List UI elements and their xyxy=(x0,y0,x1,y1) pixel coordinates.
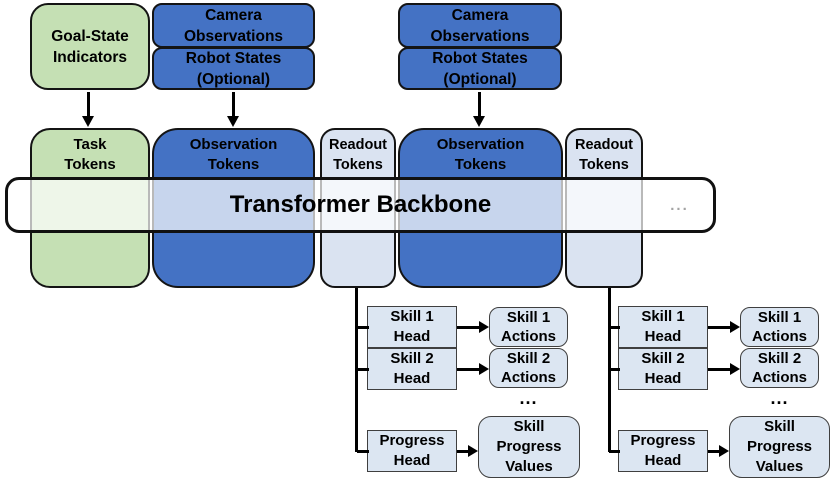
camera-observations-box-1: Camera Observations xyxy=(152,3,315,48)
arrow-robot1-to-obs1-head-icon xyxy=(226,116,239,127)
arrow-progress-values-1-line xyxy=(457,449,470,453)
arrow-skill1-actions-1-head-icon xyxy=(479,321,489,333)
arrow-skill2-actions-2-line xyxy=(708,367,732,371)
readout2-stub-progress-line xyxy=(609,449,620,453)
skill1-head-box-2: Skill 1 Head xyxy=(618,306,708,348)
readout1-stub-skill1-line xyxy=(357,325,369,329)
robot-states-box-1: Robot States (Optional) xyxy=(152,47,315,90)
camera-observations-box-2: Camera Observations xyxy=(398,3,562,48)
skill2-actions-box-1: Skill 2 Actions xyxy=(489,348,568,388)
readout1-stub-skill2-line xyxy=(357,367,369,371)
skill-progress-values-box-1: Skill Progress Values xyxy=(478,416,580,478)
arrow-robot2-to-obs2-head-icon xyxy=(472,116,485,127)
arrow-progress-values-2-line xyxy=(708,449,721,453)
progress-head-box-1: Progress Head xyxy=(367,430,457,472)
readout2-stub-skill1-line xyxy=(609,325,620,329)
skill1-actions-box-1: Skill 1 Actions xyxy=(489,307,568,347)
arrow-skill2-actions-2-head-icon xyxy=(730,363,740,375)
readout2-stub-skill2-line xyxy=(609,367,620,371)
arrow-skill2-actions-1-head-icon xyxy=(479,363,489,375)
arrow-robot2-to-obs2-line xyxy=(477,92,481,117)
arrow-goal-to-task-line xyxy=(86,92,90,117)
skill-progress-values-box-2: Skill Progress Values xyxy=(729,416,830,478)
readout1-stub-progress-line xyxy=(357,449,369,453)
more-skills-ellipsis-2: ... xyxy=(770,387,789,408)
robot-states-box-2: Robot States (Optional) xyxy=(398,47,562,90)
skill2-actions-box-2: Skill 2 Actions xyxy=(740,348,819,388)
more-skills-ellipsis-1: ... xyxy=(519,387,538,408)
transformer-backbone-label: Transformer Backbone xyxy=(229,191,492,218)
arrow-goal-to-task-head-icon xyxy=(81,116,94,127)
goal-state-indicators-box: Goal-State Indicators xyxy=(30,3,150,90)
skill2-head-box-1: Skill 2 Head xyxy=(367,348,457,390)
transformer-backbone-box xyxy=(5,177,716,233)
readout1-branch-line xyxy=(355,288,358,452)
arrow-progress-values-1-head-icon xyxy=(468,445,478,457)
arrow-robot1-to-obs1-line xyxy=(231,92,235,117)
backbone-ellipsis: ... xyxy=(670,196,689,214)
skill1-actions-box-2: Skill 1 Actions xyxy=(740,307,819,347)
skill2-head-box-2: Skill 2 Head xyxy=(618,348,708,390)
progress-head-box-2: Progress Head xyxy=(618,430,708,472)
arrow-progress-values-2-head-icon xyxy=(719,445,729,457)
arrow-skill2-actions-1-line xyxy=(457,367,481,371)
arrow-skill1-actions-2-line xyxy=(708,325,732,329)
arrow-skill1-actions-1-line xyxy=(457,325,481,329)
skill1-head-box-1: Skill 1 Head xyxy=(367,306,457,348)
arrow-skill1-actions-2-head-icon xyxy=(730,321,740,333)
